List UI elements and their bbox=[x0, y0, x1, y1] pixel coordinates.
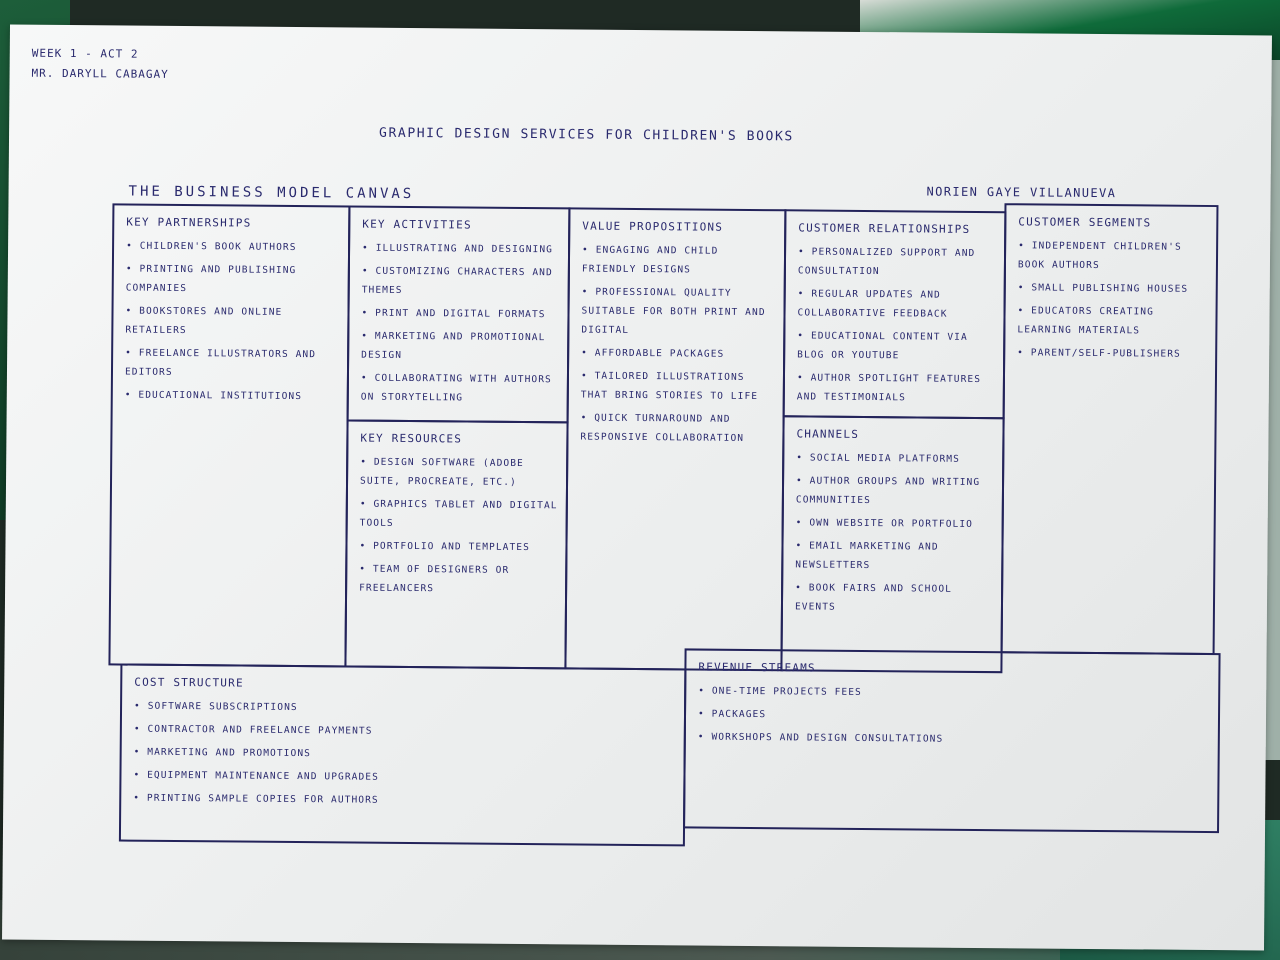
worksheet-paper: WEEK 1 - ACT 2 MR. DARYLL CABAGAY GRAPHI… bbox=[2, 24, 1272, 951]
list-item: PARENT/SELF-PUBLISHERS bbox=[1017, 343, 1207, 364]
revenue-streams-list: ONE-TIME PROJECTS FEES PACKAGES WORKSHOP… bbox=[686, 681, 1219, 751]
list-item: SOFTWARE SUBSCRIPTIONS bbox=[134, 697, 676, 721]
value-propositions-title: VALUE PROPOSITIONS bbox=[582, 219, 724, 234]
list-item: EQUIPMENT MAINTENANCE AND UPGRADES bbox=[133, 766, 675, 790]
key-resources-box: KEY RESOURCES DESIGN SOFTWARE (ADOBE SUI… bbox=[344, 419, 569, 670]
list-item: AFFORDABLE PACKAGES bbox=[581, 344, 775, 365]
list-item: CHILDREN'S BOOK AUTHORS bbox=[126, 237, 340, 258]
list-item: DESIGN SOFTWARE (ADOBE SUITE, PROCREATE,… bbox=[360, 453, 558, 493]
list-item: CONTRACTOR AND FREELANCE PAYMENTS bbox=[134, 720, 676, 744]
list-item: EDUCATORS CREATING LEARNING MATERIALS bbox=[1017, 301, 1207, 341]
key-partnerships-box: KEY PARTNERSHIPS CHILDREN'S BOOK AUTHORS… bbox=[108, 203, 351, 668]
list-item: COLLABORATING WITH AUTHORS ON STORYTELLI… bbox=[361, 369, 559, 409]
teacher-name: MR. DARYLL CABAGAY bbox=[31, 66, 169, 81]
customer-relationships-list: PERSONALIZED SUPPORT AND CONSULTATION RE… bbox=[785, 242, 1004, 408]
list-item: BOOK FAIRS AND SCHOOL EVENTS bbox=[795, 578, 993, 618]
list-item: TAILORED ILLUSTRATIONS THAT BRING STORIE… bbox=[581, 367, 775, 407]
customer-segments-title: CUSTOMER SEGMENTS bbox=[1018, 215, 1152, 230]
channels-list: SOCIAL MEDIA PLATFORMS AUTHOR GROUPS AND… bbox=[783, 448, 1002, 618]
list-item: WORKSHOPS AND DESIGN CONSULTATIONS bbox=[698, 728, 1210, 751]
list-item: EDUCATIONAL INSTITUTIONS bbox=[125, 386, 339, 407]
list-item: PACKAGES bbox=[698, 705, 1210, 728]
list-item: SOCIAL MEDIA PLATFORMS bbox=[796, 448, 994, 469]
value-propositions-box: VALUE PROPOSITIONS ENGAGING AND CHILD FR… bbox=[564, 207, 787, 672]
list-item: PRINTING SAMPLE COPIES FOR AUTHORS bbox=[133, 789, 675, 813]
customer-segments-list: INDEPENDENT CHILDREN'S BOOK AUTHORS SMAL… bbox=[1005, 236, 1216, 364]
customer-relationships-box: CUSTOMER RELATIONSHIPS PERSONALIZED SUPP… bbox=[782, 209, 1007, 420]
canvas-label: THE BUSINESS MODEL CANVAS bbox=[128, 183, 415, 203]
revenue-streams-title: REVENUE STREAMS bbox=[698, 660, 816, 675]
list-item: SMALL PUBLISHING HOUSES bbox=[1018, 278, 1208, 299]
cost-structure-list: SOFTWARE SUBSCRIPTIONS CONTRACTOR AND FR… bbox=[121, 697, 684, 813]
list-item: INDEPENDENT CHILDREN'S BOOK AUTHORS bbox=[1018, 236, 1208, 276]
author-name: NORIEN GAYE VILLANUEVA bbox=[926, 184, 1117, 201]
list-item: ILLUSTRATING AND DESIGNING bbox=[362, 239, 560, 260]
list-item: PRINTING AND PUBLISHING COMPANIES bbox=[126, 260, 340, 300]
cost-structure-box: COST STRUCTURE SOFTWARE SUBSCRIPTIONS CO… bbox=[118, 663, 687, 847]
list-item: CUSTOMIZING CHARACTERS AND THEMES bbox=[362, 262, 560, 302]
key-partnerships-list: CHILDREN'S BOOK AUTHORS PRINTING AND PUB… bbox=[113, 236, 348, 406]
key-resources-list: DESIGN SOFTWARE (ADOBE SUITE, PROCREATE,… bbox=[347, 452, 566, 599]
channels-title: CHANNELS bbox=[796, 427, 860, 441]
list-item: PRINT AND DIGITAL FORMATS bbox=[361, 304, 559, 325]
list-item: GRAPHICS TABLET AND DIGITAL TOOLS bbox=[360, 495, 558, 535]
list-item: MARKETING AND PROMOTIONS bbox=[134, 743, 676, 767]
key-activities-list: ILLUSTRATING AND DESIGNING CUSTOMIZING C… bbox=[349, 238, 568, 408]
week-label: WEEK 1 - ACT 2 bbox=[31, 46, 139, 61]
channels-box: CHANNELS SOCIAL MEDIA PLATFORMS AUTHOR G… bbox=[780, 415, 1005, 674]
list-item: BOOKSTORES AND ONLINE RETAILERS bbox=[125, 302, 339, 342]
list-item: ONE-TIME PROJECTS FEES bbox=[698, 682, 1210, 705]
list-item: FREELANCE ILLUSTRATORS AND EDITORS bbox=[125, 344, 339, 384]
revenue-streams-box: REVENUE STREAMS ONE-TIME PROJECTS FEES P… bbox=[683, 648, 1221, 834]
key-partnerships-title: KEY PARTNERSHIPS bbox=[126, 215, 252, 230]
key-activities-box: KEY ACTIVITIES ILLUSTRATING AND DESIGNIN… bbox=[346, 205, 571, 424]
list-item: PROFESSIONAL QUALITY SUITABLE FOR BOTH P… bbox=[581, 283, 775, 342]
list-item: MARKETING AND PROMOTIONAL DESIGN bbox=[361, 327, 559, 367]
customer-relationships-title: CUSTOMER RELATIONSHIPS bbox=[798, 221, 971, 236]
list-item: REGULAR UPDATES AND COLLABORATIVE FEEDBA… bbox=[797, 284, 995, 324]
key-resources-title: KEY RESOURCES bbox=[360, 431, 463, 446]
list-item: EDUCATIONAL CONTENT VIA BLOG OR YOUTUBE bbox=[797, 326, 995, 366]
list-item: OWN WEBSITE OR PORTFOLIO bbox=[796, 513, 994, 534]
list-item: AUTHOR SPOTLIGHT FEATURES AND TESTIMONIA… bbox=[797, 368, 995, 408]
customer-segments-box: CUSTOMER SEGMENTS INDEPENDENT CHILDREN'S… bbox=[1000, 203, 1219, 656]
page-title: GRAPHIC DESIGN SERVICES FOR CHILDREN'S B… bbox=[379, 125, 794, 145]
list-item: AUTHOR GROUPS AND WRITING COMMUNITIES bbox=[796, 471, 994, 511]
list-item: PERSONALIZED SUPPORT AND CONSULTATION bbox=[798, 242, 996, 282]
list-item: TEAM OF DESIGNERS OR FREELANCERS bbox=[359, 560, 557, 600]
list-item: QUICK TURNAROUND AND RESPONSIVE COLLABOR… bbox=[580, 409, 774, 449]
list-item: EMAIL MARKETING AND NEWSLETTERS bbox=[795, 536, 993, 576]
key-activities-title: KEY ACTIVITIES bbox=[362, 217, 472, 232]
list-item: ENGAGING AND CHILD FRIENDLY DESIGNS bbox=[582, 241, 776, 281]
value-propositions-list: ENGAGING AND CHILD FRIENDLY DESIGNS PROF… bbox=[568, 240, 784, 448]
cost-structure-title: COST STRUCTURE bbox=[134, 675, 244, 690]
list-item: PORTFOLIO AND TEMPLATES bbox=[359, 537, 557, 558]
